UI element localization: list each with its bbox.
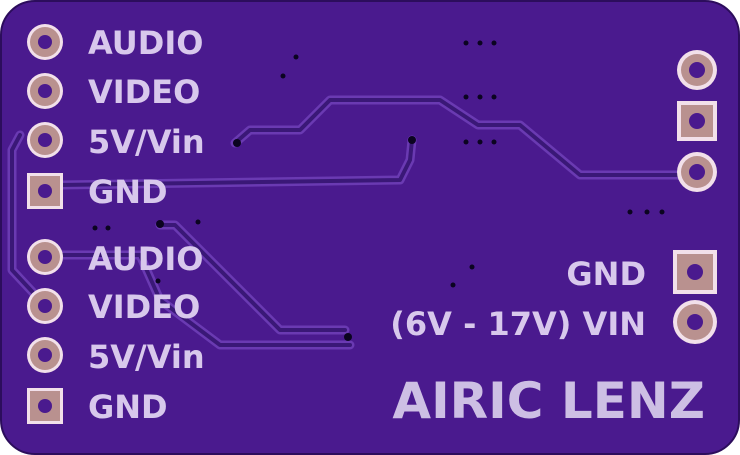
via	[92, 225, 98, 231]
power-header: GND (6V - 17V) VIN	[390, 250, 717, 344]
via	[463, 40, 469, 46]
via	[491, 40, 497, 46]
pin-label-video-b: VIDEO	[88, 288, 200, 326]
pin-label-gnd-b: GND	[88, 388, 168, 426]
pin-label-5v-b: 5V/Vin	[88, 338, 205, 376]
via	[156, 220, 164, 228]
via	[463, 139, 469, 145]
power-gnd-label: GND	[566, 255, 646, 293]
pad-5v-a[interactable]	[27, 122, 63, 158]
pad-gnd-a[interactable]	[27, 173, 63, 209]
pad-right-1[interactable]	[677, 50, 717, 90]
pad-audio-b[interactable]	[27, 239, 63, 275]
pin-label-audio-a: AUDIO	[88, 24, 203, 62]
left-header-b: AUDIO VIDEO 5V/Vin GND	[27, 239, 205, 426]
pin-label-video-a: VIDEO	[88, 73, 200, 111]
via	[463, 94, 469, 100]
via	[477, 139, 483, 145]
pad-right-2[interactable]	[677, 101, 717, 141]
pad-gnd-b[interactable]	[27, 388, 63, 424]
pad-5v-b[interactable]	[27, 337, 63, 373]
pad-video-b[interactable]	[27, 288, 63, 324]
via	[477, 94, 483, 100]
via	[491, 94, 497, 100]
pad-power-gnd[interactable]	[673, 250, 717, 294]
right-header	[677, 50, 717, 192]
via	[450, 282, 456, 288]
via	[233, 139, 241, 147]
pad-power-vin[interactable]	[673, 300, 717, 344]
pin-label-gnd-a: GND	[88, 173, 168, 211]
via	[659, 209, 665, 215]
pin-label-5v-a: 5V/Vin	[88, 123, 205, 161]
via	[155, 278, 161, 284]
via	[469, 264, 475, 270]
left-header-a: AUDIO VIDEO 5V/Vin GND	[27, 24, 205, 211]
power-vin-label: (6V - 17V) VIN	[390, 305, 646, 343]
via	[105, 225, 111, 231]
pin-label-audio-b: AUDIO	[88, 240, 203, 278]
via	[293, 54, 299, 60]
via	[627, 209, 633, 215]
pad-right-3[interactable]	[677, 152, 717, 192]
via	[344, 333, 352, 341]
via	[644, 209, 650, 215]
via	[408, 136, 416, 144]
brand-logo-text: AIRIC LENZ	[392, 372, 705, 430]
via	[477, 40, 483, 46]
via	[491, 139, 497, 145]
via	[280, 73, 286, 79]
pad-video-a[interactable]	[27, 73, 63, 109]
copper-traces	[7, 95, 700, 350]
via	[195, 219, 201, 225]
via-group	[92, 40, 665, 341]
pad-audio-a[interactable]	[27, 24, 63, 60]
